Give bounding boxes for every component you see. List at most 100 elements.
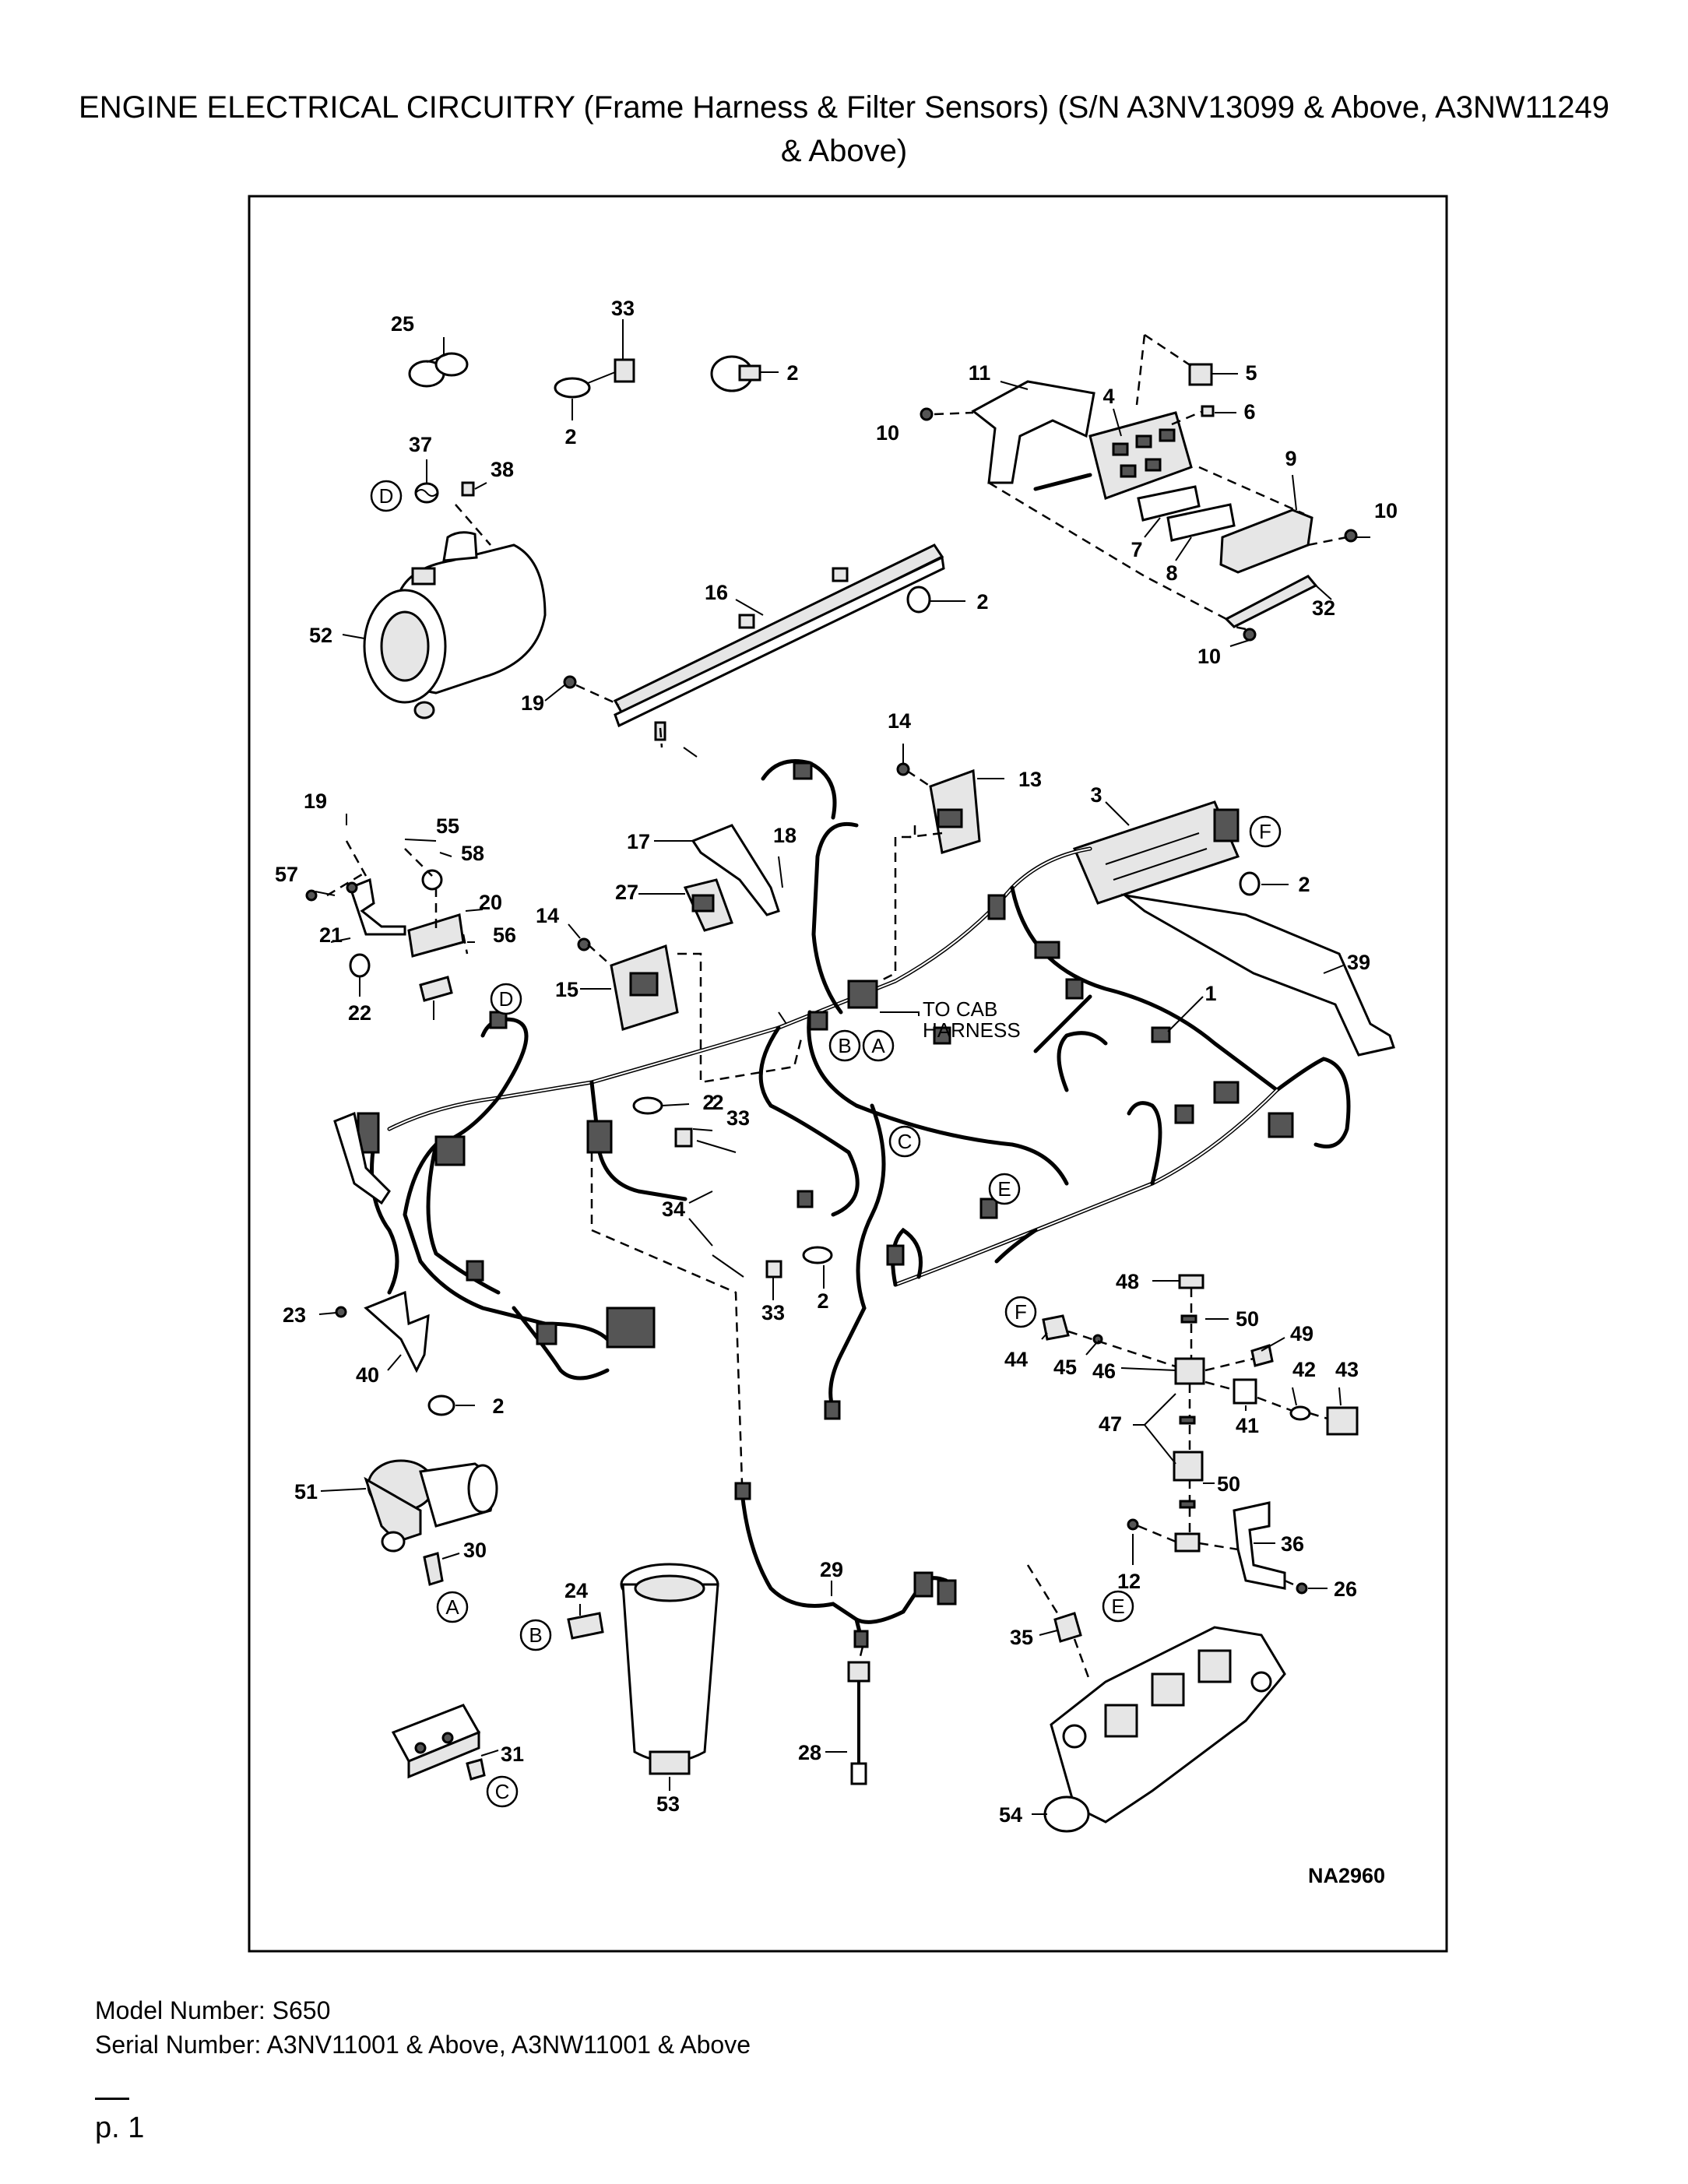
callout-label: 10 [1197,645,1221,668]
callout-label: 25 [391,312,414,336]
callout-label: 2 [712,1091,723,1114]
connector-letter-d: D [490,983,522,1015]
bracket-20-icon [407,913,465,958]
clamp-25-icon [408,352,469,388]
callout-label: 31 [501,1743,524,1766]
plate-22-icon [419,976,453,1002]
sensor-27-icon [683,878,733,932]
callout-label: 32 [1312,596,1335,620]
note-to-cab-harness: HARNESS [923,1018,1021,1042]
callout-label: 23 [283,1303,306,1327]
callout-label: 58 [461,842,484,865]
connector-letter-e: E [988,1173,1021,1205]
bolt-26-icon [1296,1582,1308,1595]
bracket-48-icon [1178,1274,1204,1289]
clamp-2-icon [1239,871,1261,896]
bracket-36-icon [1233,1501,1286,1590]
sensor-24-icon [567,1612,604,1640]
callout-label: 56 [493,923,516,947]
sensor-30-icon [423,1552,444,1586]
bolt-34-icon [696,1140,737,1153]
callout-label: 33 [726,1106,750,1130]
connector-49-icon [1250,1344,1274,1367]
model-number: Model Number: S650 [95,1996,331,2024]
svg-text:B: B [838,1034,851,1057]
connector-letter-c: C [486,1775,519,1808]
callout-label: 53 [656,1792,680,1816]
callout-label: 50 [1217,1472,1240,1496]
svg-text:C: C [495,1780,510,1803]
page-number: p. 1 [95,2112,145,2144]
connector-44-icon [1042,1314,1070,1341]
cover-9-icon [1219,508,1313,574]
bracket-21-icon [305,877,406,936]
clip-33-icon [554,358,635,399]
relay-43-icon [1326,1406,1359,1436]
svg-text:C: C [898,1130,913,1153]
callout-label: 13 [1018,768,1042,791]
bar-16-icon [613,543,945,728]
callout-label: 29 [820,1558,843,1581]
connector-letter-c: C [888,1125,921,1158]
callout-label: 12 [1117,1570,1141,1593]
diode-42-icon [1289,1405,1311,1421]
connector-letter-b: B [519,1619,552,1651]
bolt-23-icon [335,1306,347,1318]
bolt-14-icon [896,762,910,776]
spring-37-icon [414,482,439,504]
bracket-left-icon [333,1111,391,1205]
callout-label: 44 [1004,1348,1028,1371]
callout-label: 11 [969,361,991,385]
callout-label: 9 [1285,447,1296,470]
clamp-2-icon [349,953,371,978]
clamp-2-icon [802,1246,833,1264]
callout-label: 43 [1335,1358,1359,1381]
clamp-2-icon [632,1096,663,1115]
callout-label: 1 [1204,982,1216,1005]
relay-41-icon [1233,1378,1257,1405]
fuse-panel-3-icon [1072,800,1240,905]
bracket-35-icon [1053,1612,1082,1643]
module-13-icon [929,768,981,854]
callout-label: 2 [702,1091,714,1114]
callout-label: 52 [309,624,332,647]
callout-label: 26 [1334,1577,1357,1601]
note-to-cab-harness: TO CAB [923,997,997,1021]
screw-icon [683,747,698,758]
callout-label: 4 [1102,385,1114,408]
svg-text:F: F [1015,1300,1027,1324]
bolt-12-icon [1127,1518,1139,1531]
svg-text:E: E [1111,1595,1124,1618]
callout-label: 7 [1131,538,1142,561]
callout-label: 17 [627,830,650,853]
connector-letter-d: D [370,480,403,512]
connector-letter-e: E [1102,1590,1134,1623]
starter-51-icon [364,1459,498,1553]
clip-50-icon [1179,1500,1196,1509]
callout-label: 47 [1099,1412,1122,1436]
callout-label: 2 [1298,873,1310,896]
callout-label: 34 [662,1198,685,1221]
clip-38-icon [461,481,475,497]
svg-text:B: B [529,1623,542,1647]
callout-label: 33 [611,297,635,320]
callout-label: 14 [888,709,911,733]
callout-label: 2 [492,1394,504,1418]
serial-number: Serial Number: A3NV11001 & Above, A3NW11… [95,2031,751,2059]
strap-2-icon [710,355,761,392]
callout-label: 2 [976,590,988,614]
callout-label: 2 [786,361,798,385]
harness-29-icon [734,1482,957,1648]
callout-label: 48 [1116,1270,1139,1293]
callout-label: 22 [348,1001,371,1025]
label-7-icon [1137,485,1201,522]
callout-label: 27 [615,881,638,904]
parts-artwork [305,319,1395,1833]
connector-letter-f: F [1004,1296,1037,1328]
diagram-frame [248,195,1448,1953]
bolt-34-icon [712,1254,744,1278]
bolt-14-icon [577,937,591,951]
clip-50-icon [1180,1314,1197,1324]
callout-label: 18 [773,824,797,847]
